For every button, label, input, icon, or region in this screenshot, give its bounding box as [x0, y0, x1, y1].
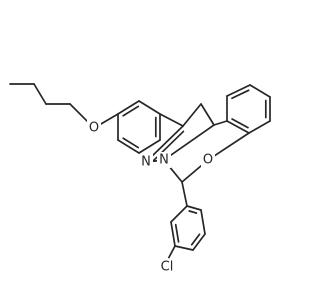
- bond-C3-N2-inner: [150, 130, 185, 164]
- bond-e1-e2: [226, 84, 251, 97]
- bond-23: [200, 209, 206, 235]
- structure-canvas: O O N N Cl: [9, 83, 271, 275]
- bond-6: [138, 139, 161, 154]
- bond-f5-f6: [192, 233, 206, 251]
- bond-3: [69, 103, 90, 124]
- bond-e1-e2-inner: [231, 89, 250, 100]
- bond-4: [99, 113, 119, 126]
- bond-f5-f6-inner: [190, 233, 201, 246]
- bond-18: [249, 84, 271, 98]
- bond-16: [213, 120, 228, 126]
- bond-21: [170, 205, 188, 223]
- bond-22: [174, 245, 194, 251]
- chlorine-label: Cl: [161, 260, 174, 275]
- nitrogen-ring-label: N: [159, 153, 169, 168]
- bond-e5-C9a: [226, 120, 250, 134]
- oxygen-ring-label: O: [203, 153, 213, 168]
- bond-24: [168, 245, 176, 259]
- bond-C3-N2: [150, 125, 184, 158]
- nitrogen-imine-label: N: [141, 155, 151, 170]
- bond-20: [181, 181, 188, 207]
- bond-a2-a3: [117, 139, 140, 154]
- atom-oxygen-ether: O: [87, 120, 101, 136]
- bond-1: [33, 83, 47, 105]
- bond-layer: [9, 83, 271, 259]
- bond-f2-f3: [170, 221, 176, 247]
- bond-f7-f1-inner: [188, 210, 198, 214]
- atom-nitrogen-imine: N: [139, 154, 153, 170]
- bond-12: [168, 124, 215, 157]
- bond-f7-f1: [186, 205, 202, 211]
- atom-nitrogen-ring: N: [157, 152, 171, 168]
- bond-a6-a1: [117, 100, 140, 115]
- oxygen-ether-label: O: [89, 121, 99, 136]
- molecule-structure: O O N N Cl: [9, 83, 271, 275]
- bond-8: [159, 113, 184, 127]
- bond-f2-f3-inner: [174, 223, 180, 243]
- bond-7: [138, 100, 161, 115]
- bond-a6-a1-inner: [122, 105, 140, 117]
- bond-14: [181, 163, 204, 183]
- bond-a2-a3-inner: [122, 137, 140, 149]
- bond-10: [200, 103, 215, 126]
- bond-13: [167, 164, 183, 183]
- atom-oxygen-ring: O: [201, 152, 215, 168]
- atom-chlorine: Cl: [156, 259, 178, 275]
- bond-e5-C9a-inner: [231, 118, 249, 129]
- bond-19: [248, 120, 271, 134]
- bond-9: [182, 103, 202, 127]
- bond-15: [212, 132, 250, 158]
